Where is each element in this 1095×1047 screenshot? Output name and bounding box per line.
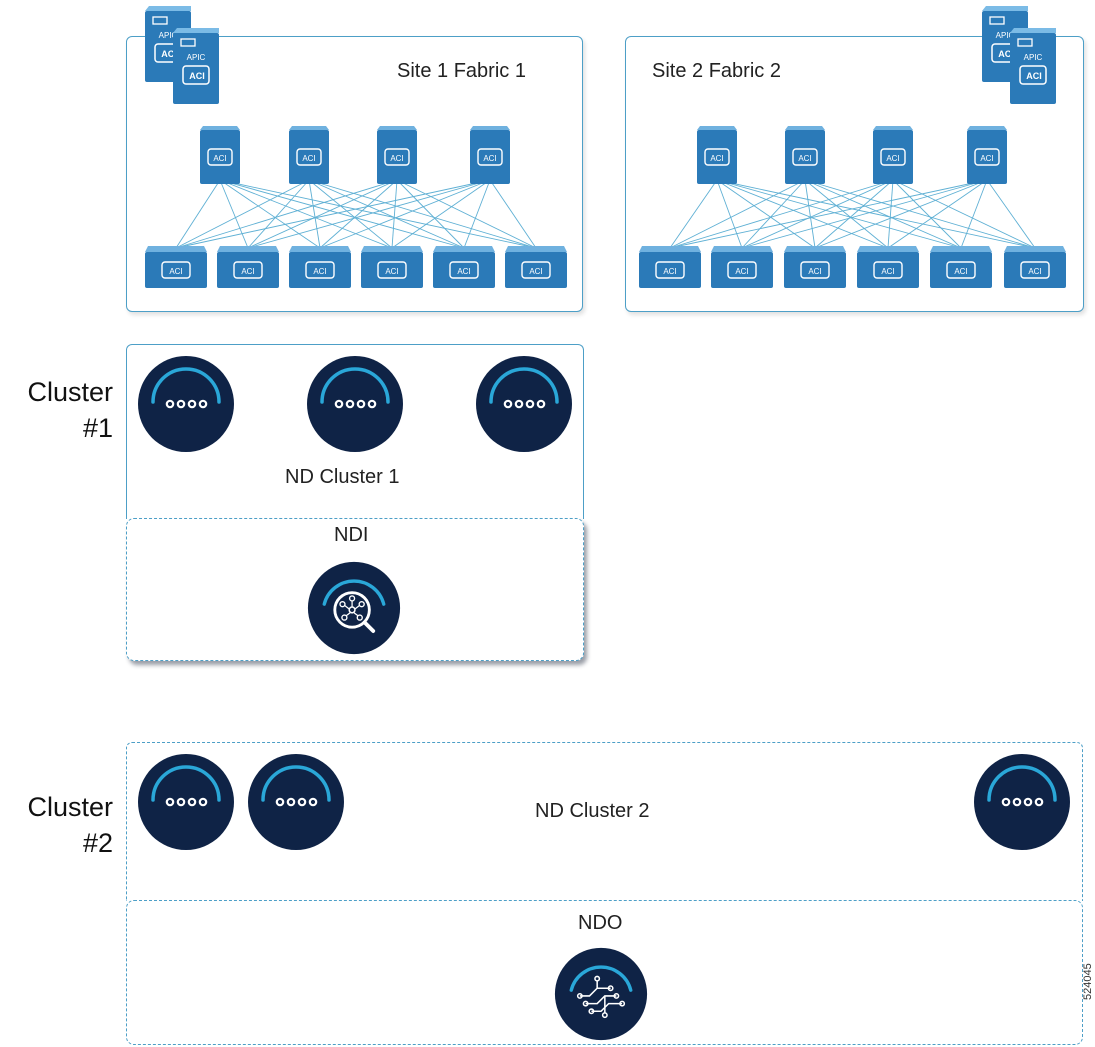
leaf-switch-icon: ACI — [857, 246, 919, 293]
site1-fabric-title: Site 1 Fabric 1 — [397, 60, 526, 82]
leaf-switch-icon: ACI — [711, 246, 773, 293]
leaf-switch-icon: ACI — [505, 246, 567, 293]
svg-text:ACI: ACI — [1028, 267, 1041, 276]
nd-node-icon — [136, 752, 236, 852]
svg-text:ACI: ACI — [483, 154, 496, 163]
svg-text:ACI: ACI — [886, 154, 899, 163]
spine-switch-icon: ACI — [470, 126, 510, 189]
nd-node-icon — [136, 354, 236, 454]
svg-text:ACI: ACI — [241, 267, 254, 276]
cluster1-side-label: Cluster #1 — [20, 374, 113, 446]
nd-node-icon — [246, 752, 346, 852]
svg-text:APIC: APIC — [159, 31, 178, 40]
leaf-switch-icon: ACI — [639, 246, 701, 293]
svg-text:ACI: ACI — [313, 267, 326, 276]
nd-node-icon — [305, 354, 405, 454]
ndo-orchestrator-icon — [553, 946, 649, 1042]
cluster2-side-label: Cluster #2 — [20, 789, 113, 861]
svg-text:ACI: ACI — [390, 154, 403, 163]
ndi-insights-icon — [306, 560, 402, 656]
nd-cluster1-name: ND Cluster 1 — [285, 466, 400, 488]
svg-text:ACI: ACI — [529, 267, 542, 276]
spine-switch-icon: ACI — [785, 126, 825, 189]
spine-switch-icon: ACI — [200, 126, 240, 189]
spine-switch-icon: ACI — [697, 126, 737, 189]
spine-switch-icon: ACI — [377, 126, 417, 189]
spine-switch-icon: ACI — [873, 126, 913, 189]
site2-fabric-title: Site 2 Fabric 2 — [652, 60, 781, 82]
leaf-switch-icon: ACI — [433, 246, 495, 293]
svg-text:ACI: ACI — [735, 267, 748, 276]
leaf-switch-icon: ACI — [361, 246, 423, 293]
svg-text:ACI: ACI — [881, 267, 894, 276]
svg-text:ACI: ACI — [457, 267, 470, 276]
svg-text:ACI: ACI — [169, 267, 182, 276]
svg-text:ACI: ACI — [385, 267, 398, 276]
leaf-switch-icon: ACI — [289, 246, 351, 293]
leaf-switch-icon: ACI — [145, 246, 207, 293]
cluster1-side-label-line2: #1 — [82, 413, 113, 443]
nd-node-icon — [474, 354, 574, 454]
ndo-service-label: NDO — [578, 912, 623, 934]
cluster2-side-label-line2: #2 — [82, 828, 113, 858]
svg-text:ACI: ACI — [189, 71, 205, 81]
leaf-switch-icon: ACI — [930, 246, 992, 293]
leaf-switch-icon: ACI — [784, 246, 846, 293]
svg-text:ACI: ACI — [798, 154, 811, 163]
svg-text:APIC: APIC — [187, 53, 206, 62]
apic-controller-icon: APIC ACI — [173, 28, 219, 109]
svg-text:ACI: ACI — [213, 154, 226, 163]
svg-text:ACI: ACI — [808, 267, 821, 276]
leaf-switch-icon: ACI — [1004, 246, 1066, 293]
svg-text:ACI: ACI — [980, 154, 993, 163]
figure-id: 524045 — [1082, 963, 1094, 1000]
svg-text:ACI: ACI — [998, 49, 1014, 59]
svg-text:ACI: ACI — [954, 267, 967, 276]
svg-text:ACI: ACI — [302, 154, 315, 163]
leaf-switch-icon: ACI — [217, 246, 279, 293]
svg-text:ACI: ACI — [710, 154, 723, 163]
svg-text:APIC: APIC — [1024, 53, 1043, 62]
svg-text:APIC: APIC — [996, 31, 1015, 40]
nd-cluster2-name: ND Cluster 2 — [535, 800, 650, 822]
svg-text:ACI: ACI — [1026, 71, 1042, 81]
ndi-service-label: NDI — [334, 524, 369, 546]
nd-node-icon — [972, 752, 1072, 852]
cluster2-side-label-line1: Cluster — [27, 792, 113, 822]
svg-text:ACI: ACI — [161, 49, 177, 59]
spine-switch-icon: ACI — [289, 126, 329, 189]
cluster1-side-label-line1: Cluster — [27, 377, 113, 407]
spine-switch-icon: ACI — [967, 126, 1007, 189]
svg-text:ACI: ACI — [663, 267, 676, 276]
apic-controller-icon: APIC ACI — [1010, 28, 1056, 109]
